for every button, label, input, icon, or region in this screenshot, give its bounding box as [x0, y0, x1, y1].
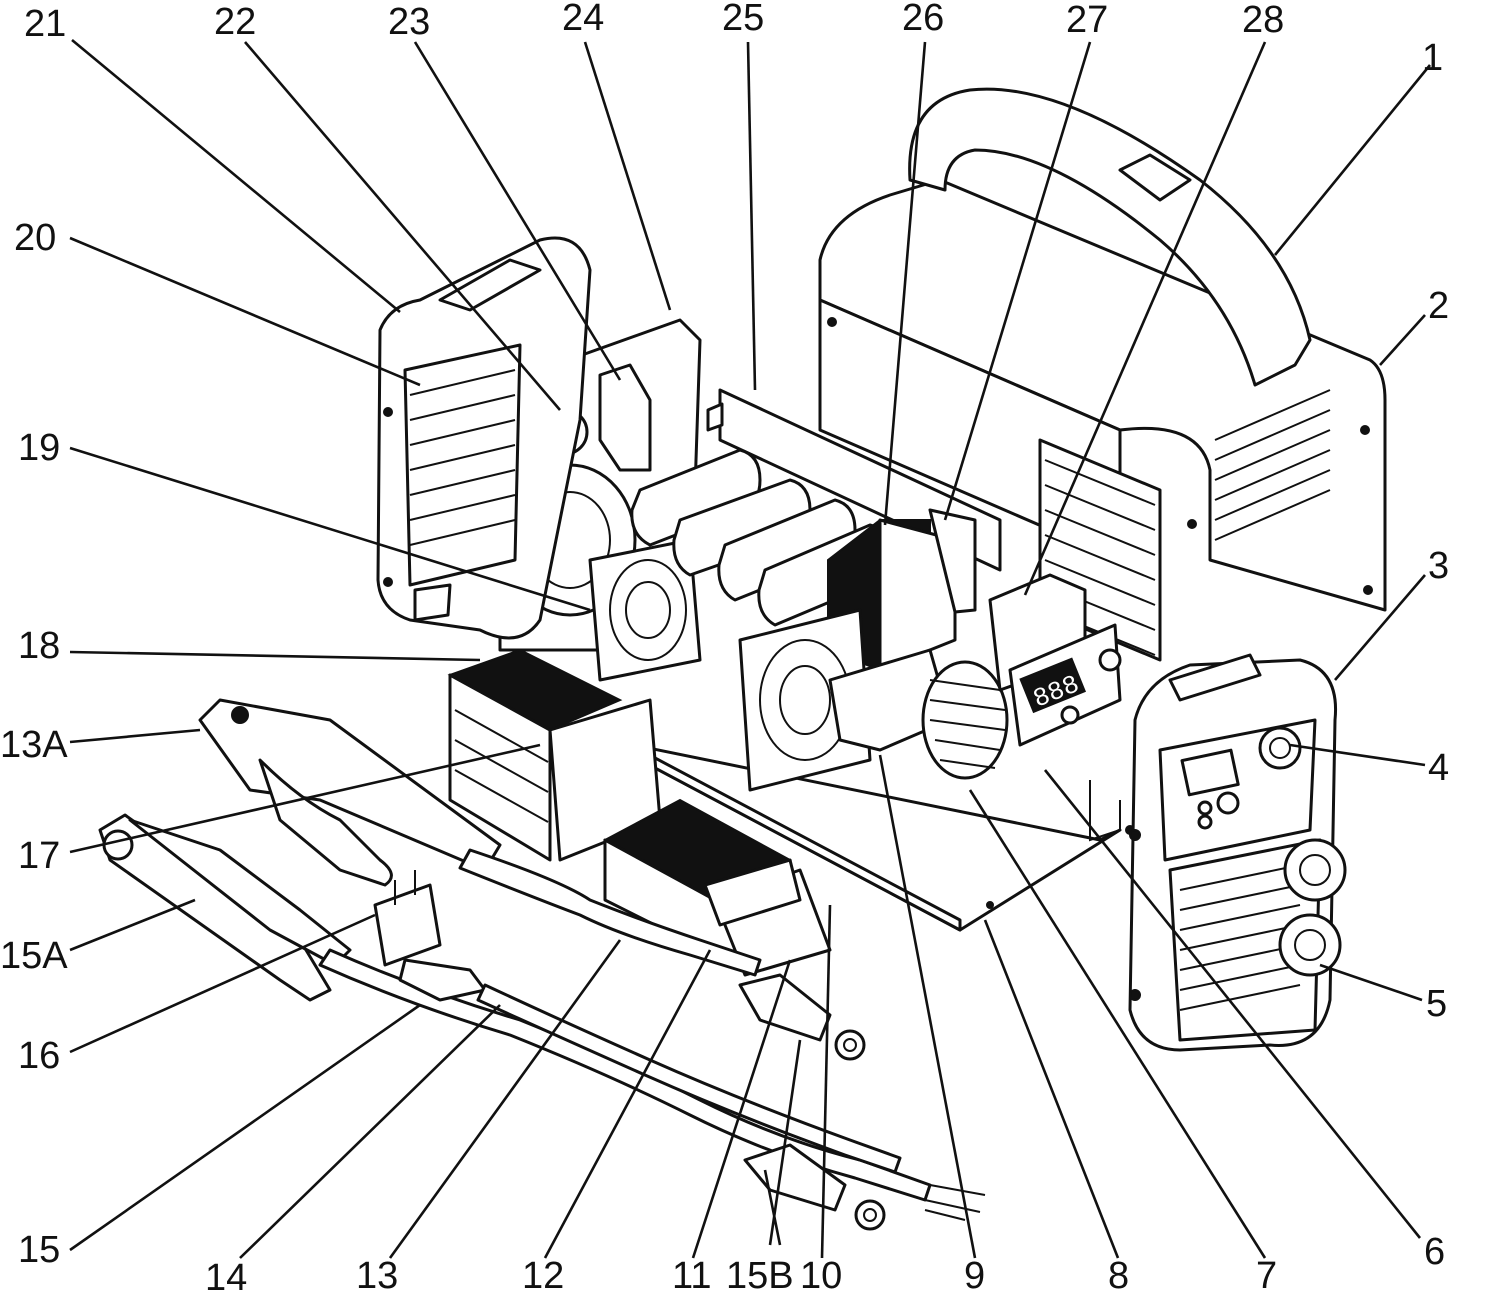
earth-clamp [98, 813, 352, 1002]
leader-9 [878, 754, 977, 1259]
leader-28 [1023, 41, 1267, 596]
callout-2: 2 [1428, 285, 1449, 327]
leader-6 [1043, 769, 1422, 1239]
leader-12 [543, 949, 712, 1259]
leader-15A [69, 898, 196, 952]
callout-3: 3 [1428, 545, 1449, 587]
leader-16 [69, 913, 376, 1054]
leader-25 [746, 41, 757, 391]
leader-15B-b [763, 1169, 782, 1246]
callout-5: 5 [1426, 983, 1447, 1025]
heatsink-lower [602, 798, 832, 977]
leader-26 [883, 41, 927, 526]
leader-4 [1289, 743, 1426, 767]
callout-10: 10 [800, 1255, 842, 1296]
callout-labels: 1 2 3 4 5 6 7 8 9 10 11 12 13 13A 14 15 … [0, 0, 1449, 1296]
leader-21 [71, 38, 401, 314]
leader-2 [1379, 314, 1426, 366]
leader-8 [983, 919, 1120, 1259]
callout-6: 6 [1424, 1231, 1445, 1273]
mains-cable [476, 983, 902, 1174]
leader-15B-a [768, 1039, 802, 1246]
leader-13 [388, 939, 622, 1259]
front-vent-slots [1179, 864, 1301, 1011]
leader-23 [413, 41, 622, 381]
callout-16: 16 [18, 1035, 60, 1077]
chassis-base-plate [558, 728, 1135, 932]
callout-19: 19 [18, 427, 60, 469]
leader-13A [69, 728, 201, 744]
electrode-holder [198, 698, 762, 977]
inner-fan [738, 608, 872, 792]
side-vent-slots [1044, 459, 1156, 656]
callout-13A: 13A [0, 724, 68, 766]
dinse-plug-electrode [738, 973, 866, 1061]
callout-26: 26 [902, 0, 944, 39]
leader-17 [69, 743, 541, 854]
callout-14: 14 [205, 1257, 247, 1296]
callout-15B: 15B [726, 1255, 794, 1296]
front-panel [1128, 653, 1347, 1052]
leader-19 [69, 446, 591, 612]
callout-11: 11 [672, 1255, 711, 1296]
leader-27 [943, 41, 1092, 521]
leader-11 [691, 959, 792, 1259]
leader-18 [69, 650, 481, 662]
rear-fan [588, 538, 702, 682]
leader-22 [244, 41, 561, 411]
callout-20: 20 [14, 217, 56, 259]
leader-14 [239, 1004, 501, 1259]
callout-24: 24 [562, 0, 604, 39]
callout-8: 8 [1108, 1255, 1129, 1296]
leader-20 [69, 236, 421, 387]
callout-15: 15 [18, 1229, 60, 1271]
leader-lines [69, 38, 1432, 1259]
callout-9: 9 [964, 1255, 985, 1296]
callout-28: 28 [1242, 0, 1284, 41]
callout-13: 13 [356, 1255, 398, 1296]
leader-5 [1319, 963, 1423, 1002]
heatsink-upper [447, 648, 662, 862]
rear-frame-bezel [376, 236, 592, 640]
callout-22: 22 [214, 1, 256, 43]
callout-4: 4 [1428, 747, 1449, 789]
callout-25: 25 [722, 0, 764, 39]
leader-15 [69, 1003, 421, 1252]
output-inductor [828, 648, 1009, 780]
carry-handle [908, 87, 1312, 387]
callout-21: 21 [24, 3, 66, 45]
mains-plug [373, 870, 487, 1002]
callout-18: 18 [18, 625, 60, 667]
callout-15A: 15A [0, 935, 68, 977]
callout-1: 1 [1422, 37, 1443, 79]
control-board: 888 [988, 573, 1122, 747]
leader-10 [820, 904, 832, 1259]
callout-27: 27 [1066, 0, 1108, 41]
rear-frame-vents [409, 369, 516, 546]
leader-24 [583, 41, 672, 311]
capacitors [630, 448, 892, 627]
rear-vent-slots [1214, 389, 1331, 541]
leader-1 [1273, 64, 1432, 256]
callout-12: 12 [522, 1255, 564, 1296]
leader-3 [1334, 574, 1426, 681]
callout-7: 7 [1256, 1255, 1277, 1296]
dinse-plug-earth [743, 1143, 886, 1231]
callout-17: 17 [18, 835, 60, 877]
leader-7 [968, 789, 1267, 1259]
callout-23: 23 [388, 1, 430, 43]
